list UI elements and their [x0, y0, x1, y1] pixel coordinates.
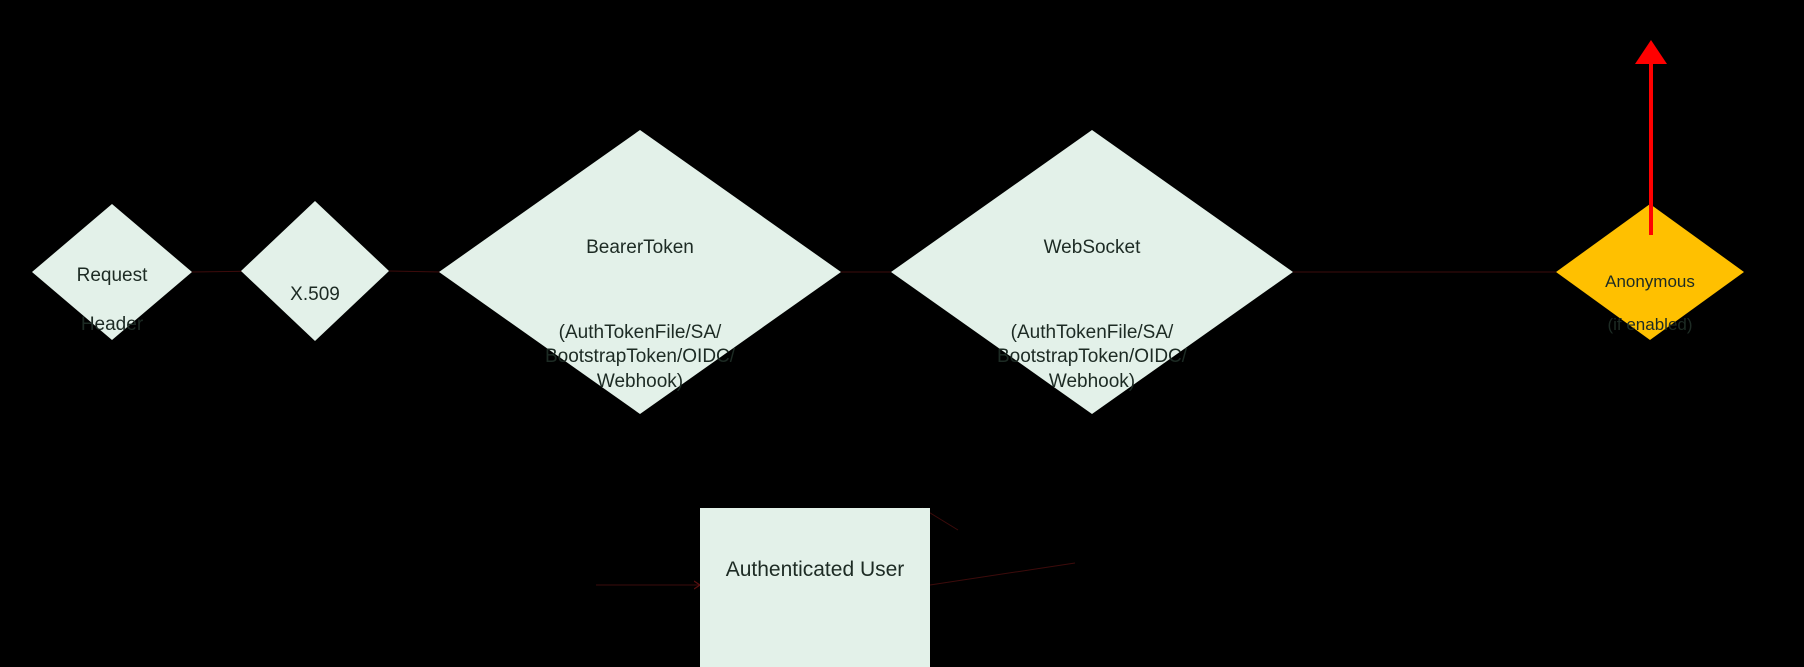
node-request-header-shape[interactable] [32, 204, 192, 340]
node-anonymous-shape[interactable] [1556, 204, 1744, 340]
node-websocket-shape[interactable] [891, 130, 1293, 414]
connector-out-authenticated-user-right [929, 562, 1076, 586]
node-x509-shape[interactable] [241, 201, 389, 341]
node-authenticated-user-shape[interactable] [700, 508, 930, 667]
connector-x509-to-bearer [388, 270, 442, 273]
node-bearer-token-shape[interactable] [439, 130, 841, 414]
